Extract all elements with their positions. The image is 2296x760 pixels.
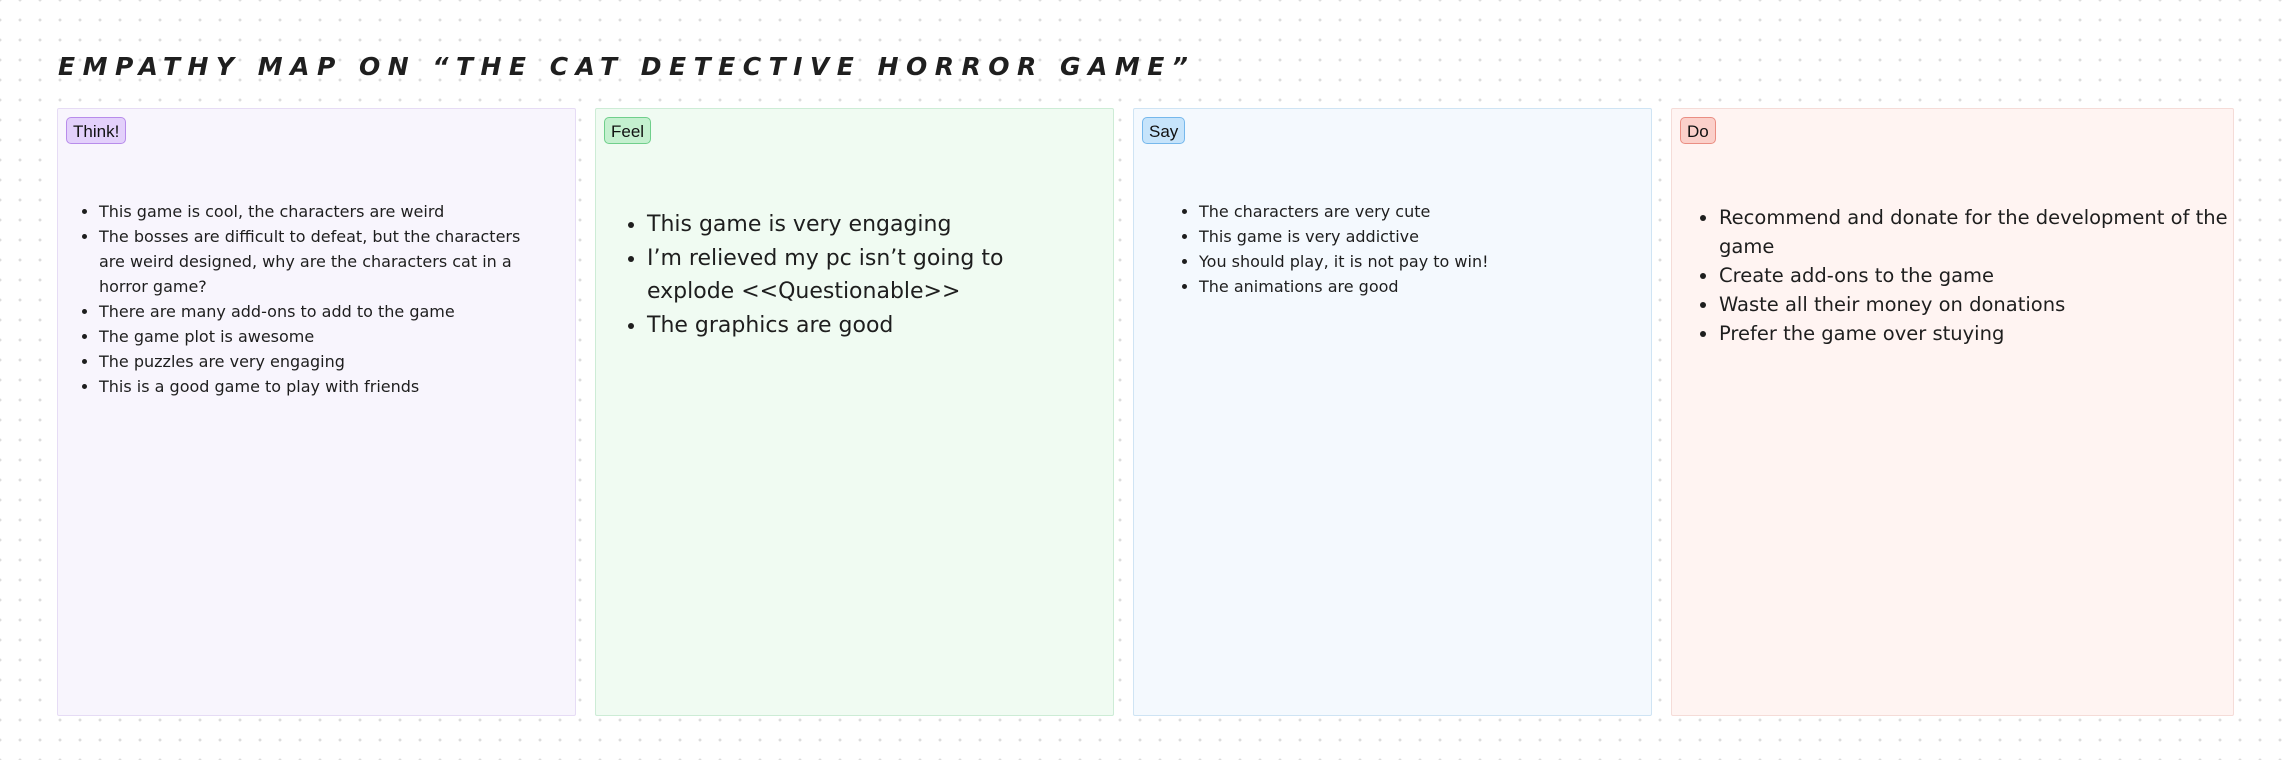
feel-list[interactable]: This game is very engaging I’m relieved … bbox=[625, 208, 1017, 342]
do-list[interactable]: Recommend and donate for the development… bbox=[1697, 203, 2239, 348]
say-tag[interactable]: Say bbox=[1142, 117, 1186, 144]
think-section[interactable]: Think! This game is cool, the characters… bbox=[57, 108, 576, 716]
feel-tag[interactable]: Feel bbox=[604, 117, 652, 144]
do-tag[interactable]: Do bbox=[1680, 117, 1716, 144]
list-item: This is a good game to play with friends bbox=[99, 374, 549, 399]
think-tag[interactable]: Think! bbox=[66, 117, 127, 144]
list-item: This game is cool, the characters are we… bbox=[99, 199, 549, 224]
say-section[interactable]: Say The characters are very cute This ga… bbox=[1133, 108, 1652, 716]
list-item: The animations are good bbox=[1199, 274, 1579, 299]
list-item: The graphics are good bbox=[647, 309, 1017, 343]
list-item: You should play, it is not pay to win! bbox=[1199, 249, 1579, 274]
list-item: The bosses are difficult to defeat, but … bbox=[99, 224, 549, 299]
list-item: I’m relieved my pc isn’t going to explod… bbox=[647, 242, 1017, 309]
list-item: Waste all their money on donations bbox=[1719, 290, 2239, 319]
list-item: The puzzles are very engaging bbox=[99, 349, 549, 374]
feel-section[interactable]: Feel This game is very engaging I’m reli… bbox=[595, 108, 1114, 716]
board-title: EMPATHY MAP ON “THE CAT DETECTIVE HORROR… bbox=[58, 52, 1196, 81]
say-list[interactable]: The characters are very cute This game i… bbox=[1177, 199, 1579, 299]
do-section[interactable]: Do Recommend and donate for the developm… bbox=[1671, 108, 2234, 716]
list-item: Recommend and donate for the development… bbox=[1719, 203, 2239, 261]
list-item: Create add-ons to the game bbox=[1719, 261, 2239, 290]
list-item: The game plot is awesome bbox=[99, 324, 549, 349]
list-item: There are many add-ons to add to the gam… bbox=[99, 299, 549, 324]
think-list[interactable]: This game is cool, the characters are we… bbox=[77, 199, 549, 399]
list-item: This game is very addictive bbox=[1199, 224, 1579, 249]
list-item: This game is very engaging bbox=[647, 208, 1017, 242]
list-item: Prefer the game over stuying bbox=[1719, 319, 2239, 348]
list-item: The characters are very cute bbox=[1199, 199, 1579, 224]
